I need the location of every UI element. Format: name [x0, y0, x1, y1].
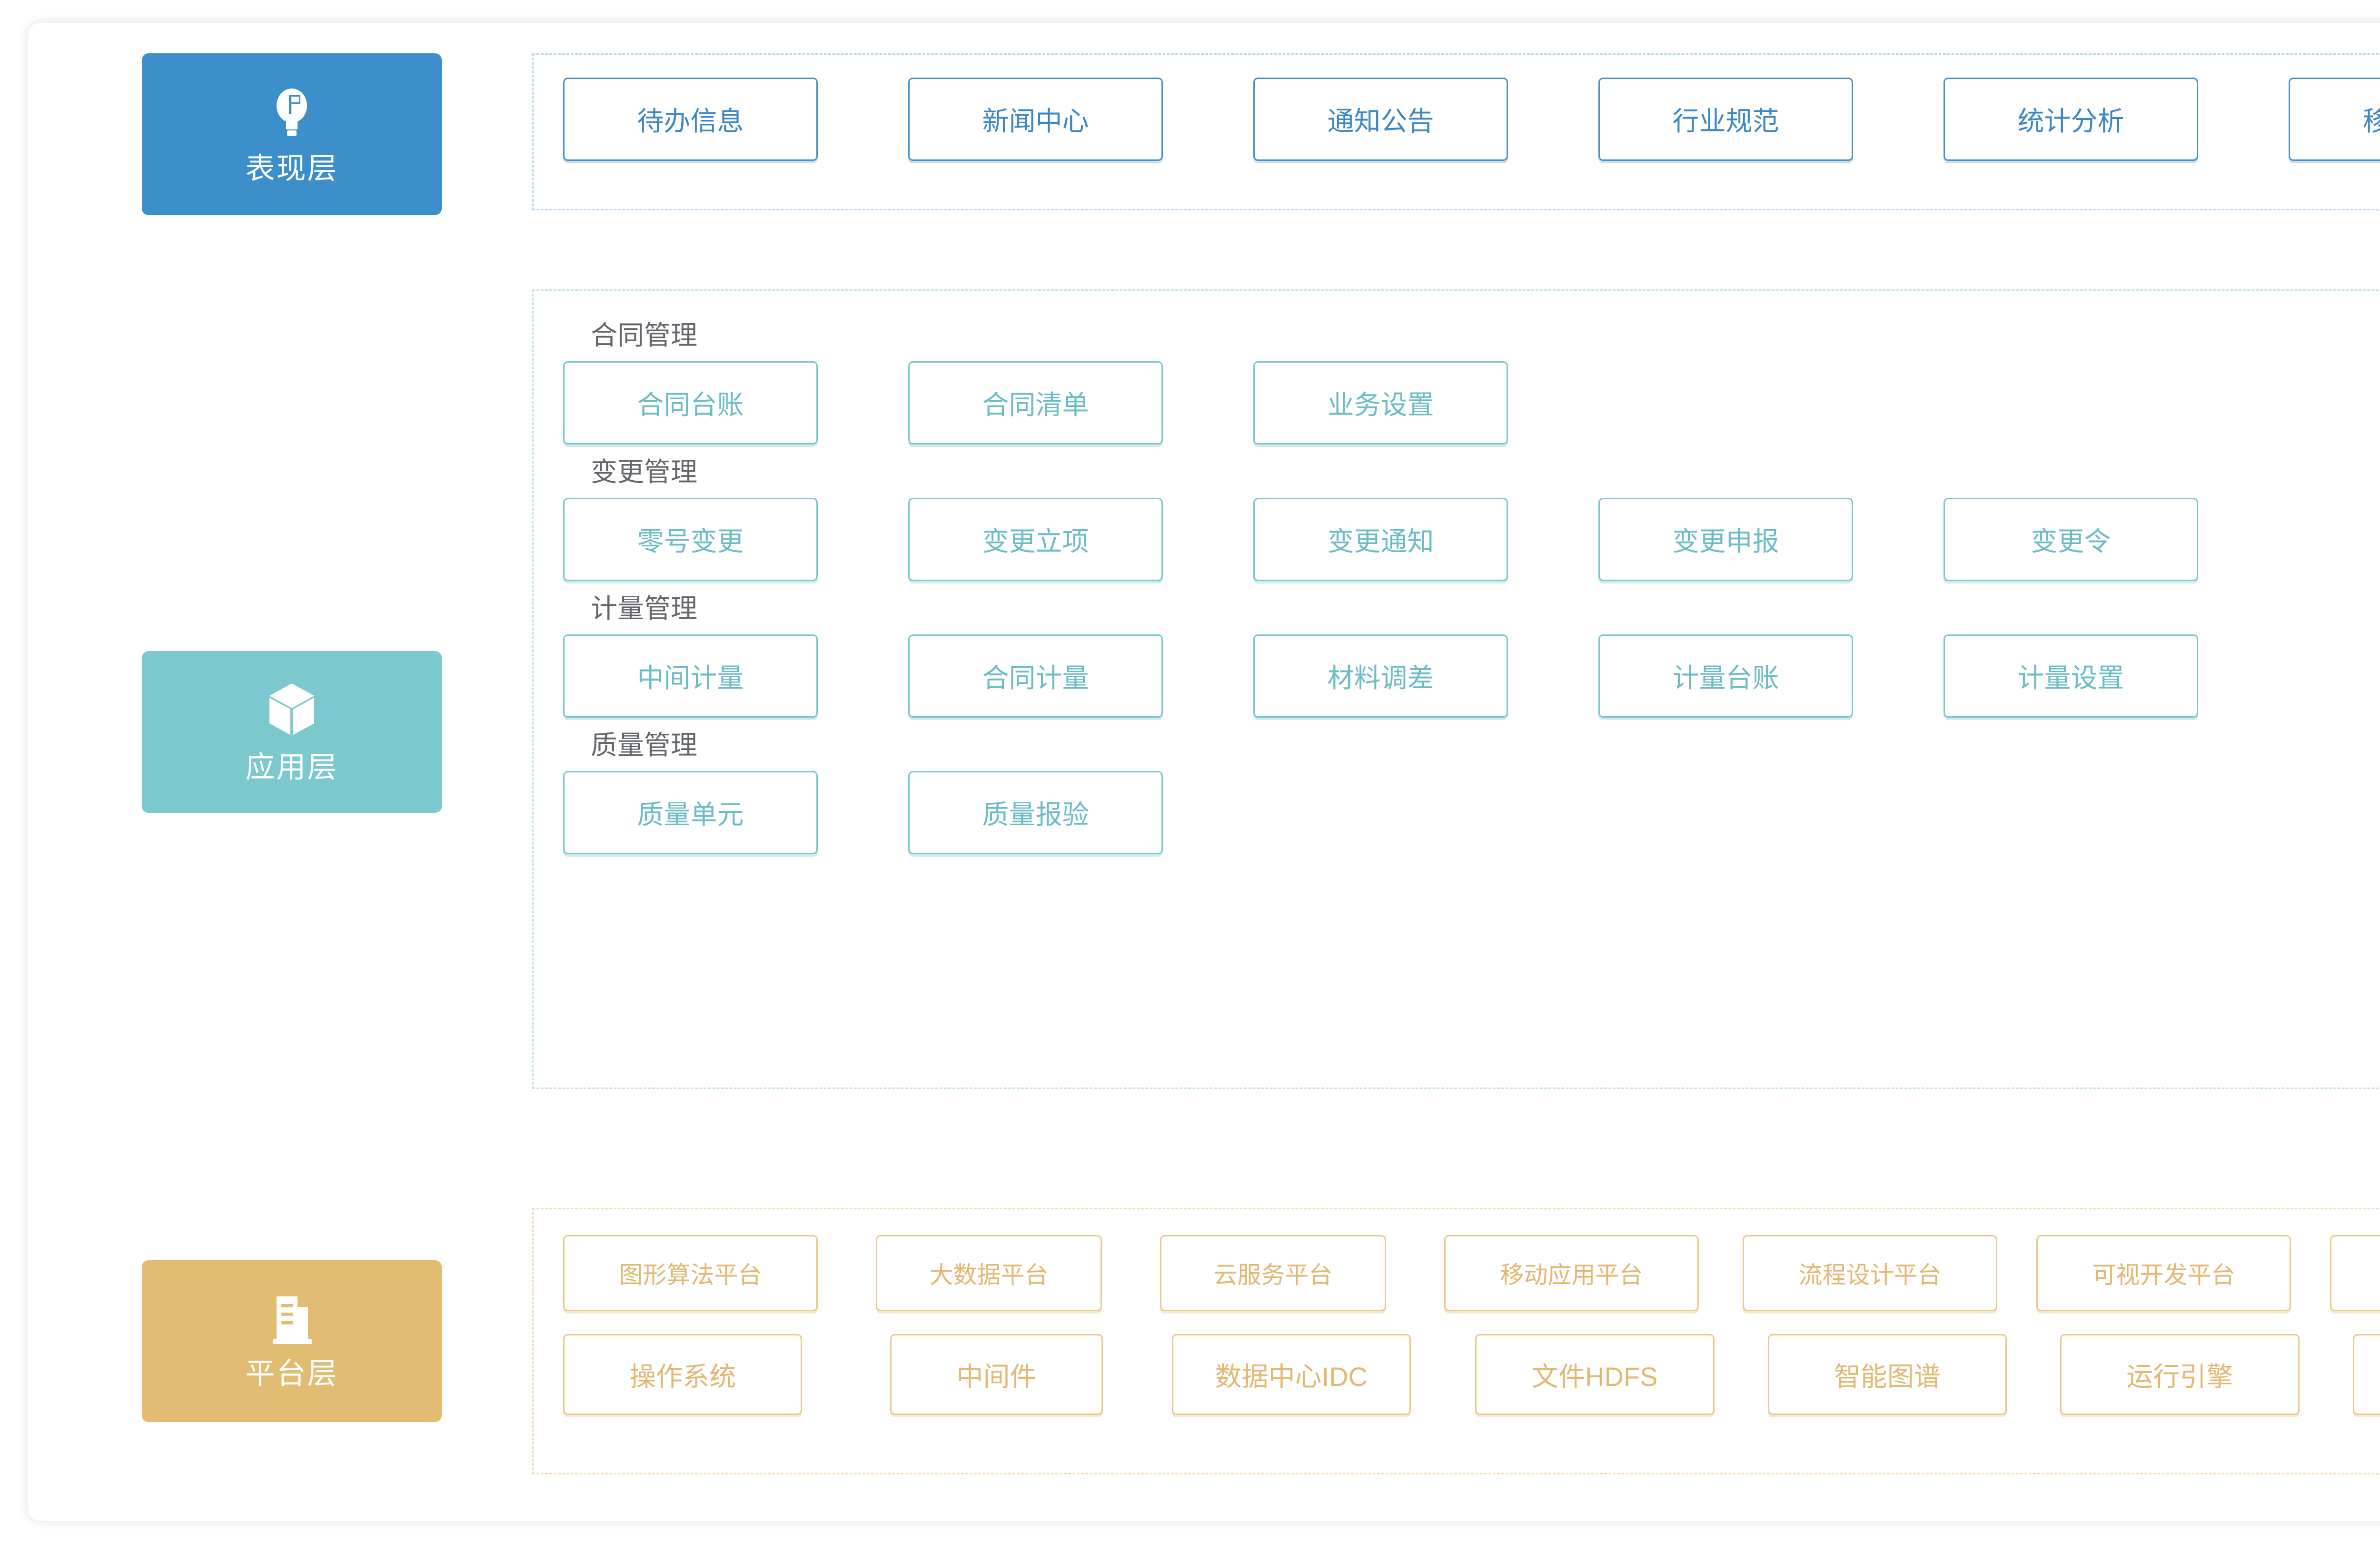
presentation-row-1: 待办信息 新闻中心 通知公告 行业规范 统计分析 移动应用 — [563, 78, 2380, 161]
architecture-diagram-card: 表现层 待办信息 新闻中心 通知公告 行业规范 统计分析 移动应用 应用 — [28, 23, 2380, 1521]
button-hangye-guifan[interactable]: 行业规范 — [1598, 78, 1853, 161]
button-biangeng-shenbao[interactable]: 变更申报 — [1598, 498, 1853, 581]
button-tongji-fenxi[interactable]: 统计分析 — [1944, 78, 2198, 161]
section-header-contract: 合同管理 — [591, 320, 697, 350]
layer-platform: 平台层 图形算法平台 大数据平台 云服务平台 移动应用平台 流程设计平台 可视开… — [142, 1208, 2380, 1474]
layer-label-platform: 平台层 — [245, 1357, 338, 1390]
button-xinwen-zhongxin[interactable]: 新闻中心 — [908, 78, 1163, 161]
section-header-measurement: 计量管理 — [591, 593, 697, 623]
layer-tile-application[interactable]: 应用层 — [142, 651, 442, 813]
button-keshi-kaifa-pingtai[interactable]: 可视开发平台 — [2036, 1235, 2291, 1311]
building-icon — [268, 1294, 316, 1347]
lightbulb-flag-icon — [270, 85, 314, 142]
button-yunxing-yinqing[interactable]: 运行引擎 — [2060, 1334, 2300, 1415]
section-header-change: 变更管理 — [591, 457, 697, 487]
button-biangeng-lixiang[interactable]: 变更立项 — [908, 498, 1163, 581]
layer-presentation: 表现层 待办信息 新闻中心 通知公告 行业规范 统计分析 移动应用 — [142, 53, 2380, 215]
button-dashuju-pingtai[interactable]: 大数据平台 — [876, 1235, 1102, 1311]
button-yidong-yingyong[interactable]: 移动应用 — [2289, 78, 2380, 161]
platform-group: 图形算法平台 大数据平台 云服务平台 移动应用平台 流程设计平台 可视开发平台 … — [532, 1208, 2380, 1474]
layer-tile-platform[interactable]: 平台层 — [142, 1260, 442, 1422]
application-row-change: 零号变更 变更立项 变更通知 变更申报 变更令 — [563, 498, 2380, 581]
button-shujuzhongxin-idc[interactable]: 数据中心IDC — [1171, 1334, 1411, 1415]
button-biangeng-ling[interactable]: 变更令 — [1944, 498, 2198, 581]
button-yunfuwu-pingtai[interactable]: 云服务平台 — [1160, 1235, 1386, 1311]
button-liucheng-sheji-pingtai[interactable]: 流程设计平台 — [1743, 1235, 1997, 1311]
button-xitong-jicheng-pingtai[interactable]: 系统集成平台 — [2330, 1235, 2380, 1311]
button-caozuo-xitong[interactable]: 操作系统 — [563, 1334, 803, 1415]
application-group: 合同管理 合同台账 合同清单 业务设置 变更管理 零号变更 变更立项 变更通知 … — [532, 289, 2380, 1089]
layer-tile-presentation[interactable]: 表现层 — [142, 53, 442, 215]
button-linghao-biangeng[interactable]: 零号变更 — [563, 498, 818, 581]
button-yidong-yingyong-pingtai[interactable]: 移动应用平台 — [1444, 1235, 1699, 1311]
button-tongzhi-gonggao[interactable]: 通知公告 — [1253, 78, 1508, 161]
button-yewu-shezhi[interactable]: 业务设置 — [1253, 361, 1508, 445]
presentation-group: 待办信息 新闻中心 通知公告 行业规范 统计分析 移动应用 — [532, 53, 2380, 210]
application-row-measurement: 中间计量 合同计量 材料调差 计量台账 计量设置 — [563, 634, 2380, 718]
button-zhiliang-danyuan[interactable]: 质量单元 — [563, 771, 818, 854]
button-wenjian-hdfs[interactable]: 文件HDFS — [1475, 1334, 1715, 1415]
button-xinxi-anquan[interactable]: 信息安全 — [2352, 1334, 2380, 1415]
layer-label-presentation: 表现层 — [245, 152, 338, 185]
section-header-quality: 质量管理 — [591, 730, 697, 760]
layer-application: 应用层 合同管理 合同台账 合同清单 业务设置 变更管理 零号变更 变更立项 变… — [142, 289, 2380, 1089]
button-hetong-qingdan[interactable]: 合同清单 — [908, 361, 1163, 445]
button-daiban-xinxi[interactable]: 待办信息 — [563, 78, 818, 161]
button-biangeng-tongzhi[interactable]: 变更通知 — [1253, 498, 1508, 581]
button-jiliang-shezhi[interactable]: 计量设置 — [1944, 634, 2198, 718]
cube-3d-icon — [266, 682, 318, 741]
button-jiliang-taizhang[interactable]: 计量台账 — [1598, 634, 1853, 718]
application-row-contract: 合同台账 合同清单 业务设置 — [563, 361, 2380, 445]
button-zhongjianjian[interactable]: 中间件 — [890, 1334, 1103, 1415]
layer-label-application: 应用层 — [245, 751, 338, 784]
button-hetong-taizhang[interactable]: 合同台账 — [563, 361, 818, 445]
button-tuxing-suanfa-pingtai[interactable]: 图形算法平台 — [563, 1235, 818, 1311]
platform-row-2: 操作系统 中间件 数据中心IDC 文件HDFS 智能图谱 运行引擎 信息安全 — [563, 1334, 2380, 1415]
application-row-quality: 质量单元 质量报验 — [563, 771, 2380, 854]
button-zhongjian-jiliang[interactable]: 中间计量 — [563, 634, 818, 718]
button-cailiao-diaocha[interactable]: 材料调差 — [1253, 634, 1508, 718]
button-zhineng-tupu[interactable]: 智能图谱 — [1767, 1334, 2007, 1415]
button-hetong-jiliang[interactable]: 合同计量 — [908, 634, 1163, 718]
platform-row-1: 图形算法平台 大数据平台 云服务平台 移动应用平台 流程设计平台 可视开发平台 … — [563, 1235, 2380, 1311]
button-zhiliang-baoyan[interactable]: 质量报验 — [908, 771, 1163, 854]
